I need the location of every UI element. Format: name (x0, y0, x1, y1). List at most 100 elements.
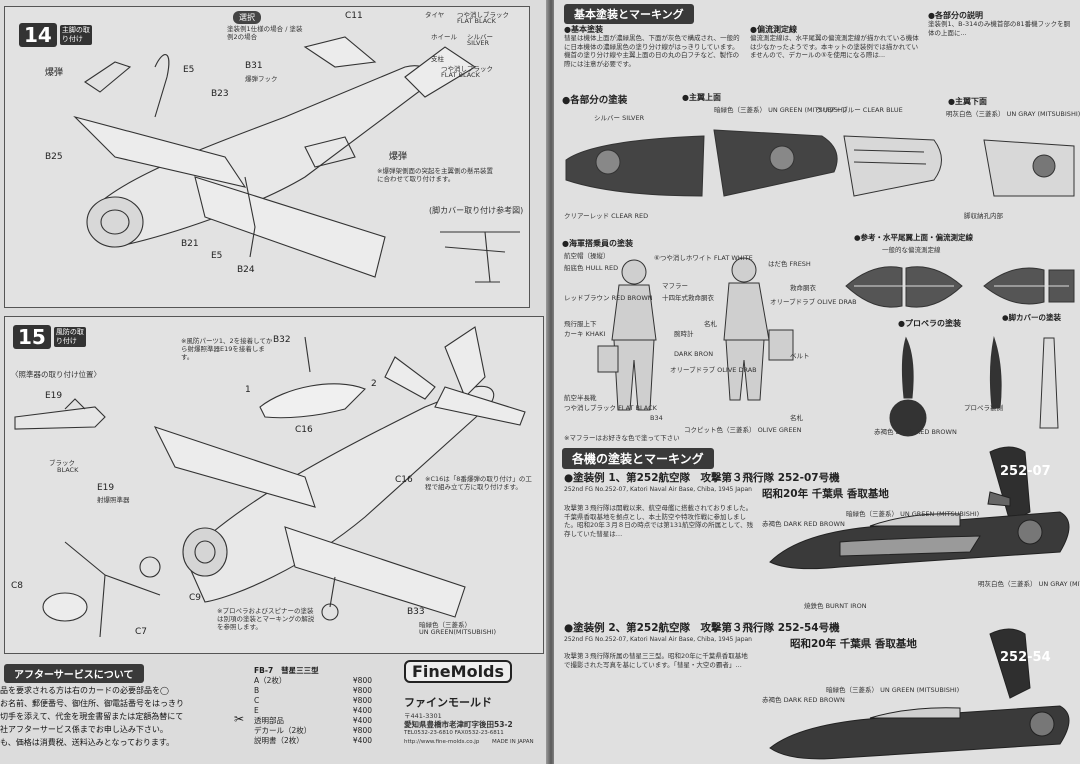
schemes-section-title: 各機の塗装とマーキング (562, 448, 714, 469)
tire-color-en: FLAT BLACK (457, 17, 496, 25)
green-color: 暗緑色（三菱系） (419, 621, 471, 629)
label-b24: B24 (237, 265, 255, 275)
label-b21: B21 (181, 239, 199, 249)
price-value: ¥800 (352, 686, 372, 695)
label-bomb-2: 爆弾 (389, 152, 408, 162)
label-e19-1: E19 (45, 391, 63, 401)
wheel-color-en: SILVER (467, 39, 490, 47)
black-color-en: BLACK (57, 466, 79, 474)
sight-title: 〈照準器の取り付け位置〉 (11, 370, 101, 379)
label-b32: B32 (273, 335, 291, 345)
tailplane-diagram (845, 266, 1075, 308)
step14-title: 主脚の取り付け (59, 25, 92, 45)
book-gutter (546, 0, 556, 764)
scheme1-label-brown: 赤褐色 DARK RED BROWN (762, 520, 845, 528)
choice-tag: 選択 (233, 11, 261, 24)
kit-code: FB-7 (254, 666, 274, 675)
price-row: E¥400 (254, 706, 372, 716)
label-c9: C9 (189, 593, 202, 603)
price-row: 透明部品 ¥400 (254, 716, 372, 726)
crew-note: ※マフラーはお好きな色で塗って下さい (564, 434, 680, 442)
bomb-note: ※爆弾架側面の突起を主翼側の懸吊装置に合わせて取り付けます。 (377, 167, 493, 183)
step15-panel: 15 風防の取り付け 〈照準器の取り付け位置〉 ※風防パーツ1、2を接着してから… (4, 316, 544, 654)
price-value: ¥400 (352, 716, 372, 725)
clear-blue-label: クリアーブルー CLEAR BLUE (816, 106, 903, 114)
maker-address: 愛知県豊橋市老津町字後田53-2 (404, 720, 513, 729)
b34-label: B34 (650, 414, 663, 422)
step14-badge: 14 主脚の取り付け (19, 23, 92, 47)
price-value: ¥800 (352, 726, 372, 735)
life-vest-label: 十四年式救命胴衣 (662, 294, 714, 302)
prop-note: ※プロペラおよびスピナーの塗装は別項の塗装とマーキングの解説を参照します。 (217, 607, 315, 631)
c16-note: ※C16は「8番爆弾の取り付け」の工程で組み立て方に取り付けます。 (425, 475, 532, 491)
price-part: E (254, 706, 259, 715)
crew-figures-drawing (597, 257, 794, 411)
kit-name: 彗星三三型 (281, 666, 319, 675)
red-brown-label: レッドブラウン RED BROWN (564, 294, 653, 302)
step14-aircraft-drawing (73, 36, 520, 283)
step15-badge: 15 風防の取り付け (13, 325, 86, 349)
spinner-color-label: 赤褐色 DARK RED BROWN (874, 428, 957, 436)
finemolds-logo: FineMolds (404, 660, 513, 683)
label-bomb-hook: 爆弾フック (245, 75, 278, 83)
olive-green-label: コクピット色（三菱系） OLIVE GREEN (684, 426, 802, 434)
maker-name: ファインモールド (404, 696, 492, 709)
price-part: A（2枚） (254, 676, 287, 685)
watch-label: 腕時計 (674, 330, 694, 338)
crew-head: ●海軍搭乗員の塗装 (562, 239, 633, 248)
khaki-label: カーキ KHAKI (564, 330, 606, 338)
olive-drab-label-1: オリーブドラブ OLIVE DRAB (670, 366, 757, 374)
scheme1-title: ●塗装例 1、第252航空隊 攻撃第３飛行隊 252-07号機 (564, 472, 840, 484)
clear-red-label: クリアーレッド CLEAR RED (564, 212, 649, 220)
flight-suit-label: 飛行服上下 (564, 320, 597, 328)
flat-black-label: つや消しブラック FLAT BLACK (564, 404, 657, 412)
light-note: 脚収納孔内部 (964, 212, 1003, 220)
detail-title: (脚カバー取り付け参考図) (429, 206, 524, 215)
label-e19-2: E19 (97, 483, 115, 493)
price-part: C (254, 696, 260, 705)
deflect-text: 偏流測定線は、水平尾翼の偏流測定線が描かれている機体は少なかったようです。本キッ… (750, 34, 919, 59)
olive-drab-label-2: オリーブドラブ OLIVE DRAB (770, 298, 857, 306)
calibration-head: ●参考・水平尾翼上面・偏流測定線 (854, 233, 974, 242)
after-service-section: アフターサービスについて 品を要求される方は右のカードの必要部品を◯ お名前、郵… (0, 660, 230, 764)
label-canopy-1: 1 (245, 385, 251, 395)
propeller-head: ●プロペラの塗装 (898, 319, 961, 328)
scheme2-aircraft-drawing (769, 628, 1070, 760)
step15-title: 風防の取り付け (53, 327, 86, 347)
scheme2-subtitle: 昭和20年 千葉県 香取基地 (790, 638, 917, 650)
step14-panel: 14 主脚の取り付け 選択 塗装例1仕様の場合 / 塗装例2の場合 (4, 6, 530, 308)
label-b31: B31 (245, 61, 263, 71)
price-value: ¥800 (352, 696, 372, 705)
green-wing-label: 暗緑色（三菱系） UN GREEN (MITSUBISHI) (714, 106, 848, 114)
scheme1-text: 攻撃第３飛行隊は開戦以来、航空母艦に搭載されておりました。千葉県香取基地を拠点と… (564, 504, 754, 538)
price-part: 透明部品 (254, 716, 284, 725)
choice-note: 塗装例1仕様の場合 / 塗装例2の場合 (227, 25, 303, 41)
flat-white-label: ⑥つや消しホワイト FLAT WHITE (654, 254, 753, 262)
scheme2-label-brown: 赤褐色 DARK RED BROWN (762, 696, 845, 704)
scheme1-label-gray: 明灰白色（三菱系） UN GRAY (MITSUBISHI) (978, 580, 1080, 588)
label-c16-2: C16 (395, 475, 413, 485)
after-service-text: 品を要求される方は右のカードの必要部品を◯ お名前、郵便番号、御住所、御電話番号… (0, 684, 230, 749)
gray-wing-label: 明灰白色（三菱系） UN GRAY (MITSUBISHI) (946, 110, 1080, 118)
label-b33: B33 (407, 607, 425, 617)
step15-aircraft-drawing (14, 326, 526, 638)
right-note-text: 塗装例1、B-314のみ機首部の81番機フックを胴体の上面に... (928, 20, 1071, 37)
maker-block: FineMolds ファインモールド 〒441-3301 愛知県豊橋市老津町字後… (400, 660, 546, 764)
pilot-cap-label: 航空帽（操縦） (564, 252, 610, 260)
muffler-label: マフラー (662, 282, 688, 290)
price-row: 説明書（2枚）¥400 (254, 736, 372, 746)
maker-tel: TEL0532-23-6810 FAX0532-23-6811 (404, 730, 504, 736)
vest-label: 救命胴衣 (790, 284, 816, 292)
silver-label: シルバー SILVER (594, 114, 645, 122)
belt-label: ベルト (790, 352, 810, 360)
scheme1-english: 252nd FG No.252-07, Katori Naval Air Bas… (564, 486, 752, 493)
maker-zip: 〒441-3301 (404, 712, 442, 720)
prop-back-label: プロペラ裏側 (964, 404, 1003, 412)
strut-color-en: FLAT BLACK (441, 71, 480, 79)
label-b25: B25 (45, 152, 63, 162)
after-service-line: お名前、郵便番号、御住所、御電話番号をはっきり (0, 699, 184, 708)
label-e5-1: E5 (183, 65, 195, 75)
boots-label: 航空半長靴 (564, 394, 597, 402)
price-part: B (254, 686, 260, 695)
strut-note: 支柱 (431, 55, 444, 63)
